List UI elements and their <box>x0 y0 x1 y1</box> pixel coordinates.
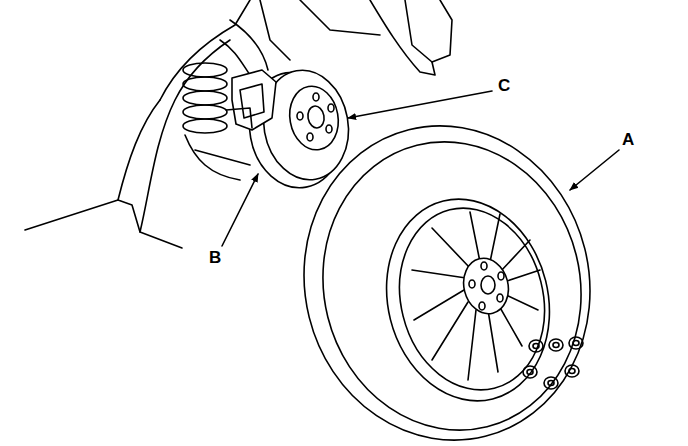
hub-bore <box>306 105 326 129</box>
leader-arrow <box>222 174 258 246</box>
part-letter: B <box>207 248 223 267</box>
leader-arrow <box>348 91 492 118</box>
lug-nut <box>523 337 583 389</box>
wheel-hub <box>458 254 514 319</box>
center-bore <box>481 276 495 294</box>
mud-guard <box>118 100 160 200</box>
rim-edge <box>366 182 571 419</box>
wheel-stud <box>297 93 334 141</box>
frame-line <box>300 0 380 35</box>
body-bracket <box>432 0 452 62</box>
wheel-spoke <box>412 212 540 380</box>
part-letter: C <box>496 76 512 95</box>
brake-hose <box>220 40 250 75</box>
disc-hub <box>285 82 343 153</box>
suspension-arm <box>185 135 240 180</box>
part-letter: A <box>620 130 636 149</box>
tire <box>271 95 623 446</box>
coil-spring <box>183 63 227 133</box>
lug-hole <box>469 262 504 310</box>
rim-inner <box>381 193 563 406</box>
brake-hose <box>230 20 268 70</box>
leader-arrow <box>570 150 619 190</box>
caliper-bracket <box>226 108 252 128</box>
body-bracket <box>370 0 435 75</box>
tire-sidewall <box>293 114 612 446</box>
brake-caliper <box>232 70 276 130</box>
fender-edge <box>25 200 182 248</box>
caliper-window <box>240 84 264 118</box>
suspension-arm <box>195 150 250 165</box>
frame-line <box>260 0 290 60</box>
